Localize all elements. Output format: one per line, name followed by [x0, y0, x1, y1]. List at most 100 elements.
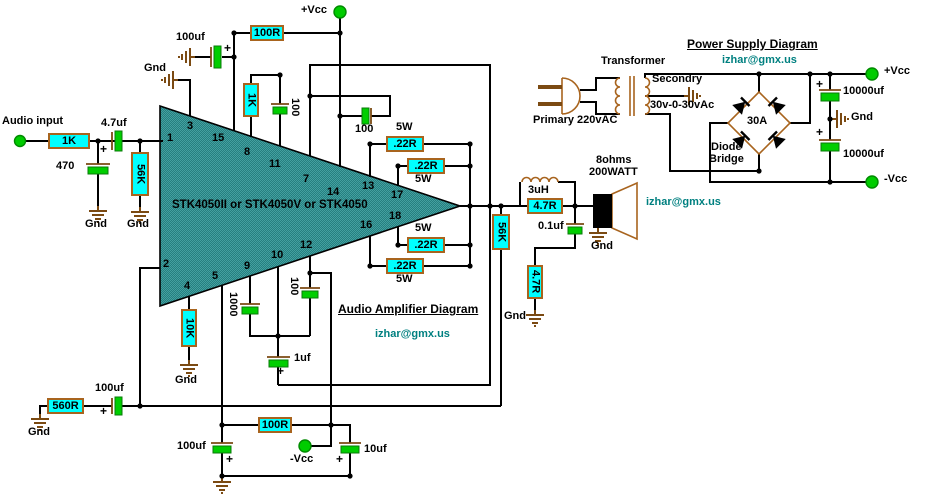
psu-diagram-title: Power Supply Diagram: [687, 37, 818, 51]
cap-100uf-fb-label: 100uf: [95, 382, 124, 394]
cap-470-label: 470: [56, 160, 75, 172]
resistor-56k-input: 56K: [131, 152, 149, 196]
author-email: izhar@gmx.us: [375, 328, 450, 340]
vcc-plus-label-psu: +Vcc: [884, 65, 910, 77]
cap-1uf-label: 1uf: [294, 352, 311, 364]
gnd-label: Gnd: [591, 240, 613, 252]
pin-2: 2: [163, 258, 170, 270]
junction-dots: [95, 30, 833, 479]
pin-16: 16: [360, 219, 373, 231]
resistor-10k: 10K: [181, 309, 197, 347]
pin-7: 7: [303, 173, 310, 185]
wattage-5w-label: 5W: [396, 273, 413, 285]
primary-label: Primary 220vAC: [533, 114, 618, 126]
gnd-label: Gnd: [504, 310, 526, 322]
gnd-label: Gnd: [175, 374, 197, 386]
ground-icons: [30, 47, 849, 494]
speaker-power-label: 200WATT: [589, 166, 638, 178]
cap-10uf-label: 10uf: [364, 443, 387, 455]
cap-10000uf-top-label: 10000uf: [843, 85, 884, 97]
pin-4: 4: [184, 280, 191, 292]
polarity-plus: +: [100, 404, 108, 418]
resistor-47r-snubber: 4.7R: [527, 265, 543, 299]
pin-11: 11: [269, 158, 281, 170]
gnd-label: Gnd: [144, 62, 166, 74]
pin-18: 18: [389, 210, 402, 222]
polarity-plus: +: [277, 364, 285, 378]
polarity-plus: +: [816, 77, 824, 91]
audio-input-terminal: [13, 134, 27, 148]
gnd-label: Gnd: [85, 218, 107, 230]
vcc-plus-terminal-psu: [865, 67, 879, 81]
vcc-minus-label-psu: -Vcc: [884, 173, 908, 185]
cap-100-p11-label: 100: [289, 98, 301, 117]
resistor-56k-output: 56K: [492, 214, 510, 250]
vcc-minus-label-amp: -Vcc: [290, 453, 314, 465]
cap-100uf-top-label: 100uf: [176, 31, 205, 43]
amp-diagram-title: Audio Amplifier Diagram: [338, 302, 479, 316]
cap-100-p12-label: 100: [288, 277, 300, 296]
pin-17: 17: [391, 189, 404, 201]
inductor-icon: [521, 176, 559, 183]
diode-bridge-label-2: Bridge: [709, 153, 744, 165]
resistor-1k-pin8: 1K: [243, 83, 259, 117]
transformer-label: Transformer: [601, 55, 666, 67]
pin-12: 12: [300, 239, 313, 251]
speaker-impedance-label: 8ohms: [596, 154, 632, 166]
pin-13: 13: [362, 180, 375, 192]
gnd-label: Gnd: [851, 111, 873, 123]
cap-100-p14-label: 100: [355, 123, 374, 135]
polarity-plus: +: [226, 452, 234, 466]
polarity-plus: +: [336, 452, 344, 466]
resistor-022r: .22R: [407, 158, 445, 174]
pin-14: 14: [327, 186, 340, 198]
transformer-icon: [614, 76, 651, 116]
diode-bridge-label-1: Diode: [711, 141, 742, 153]
secondary-voltage-label: 30v-0-30vAc: [650, 99, 715, 111]
resistor-input: 1K: [48, 133, 90, 149]
capacitor-icons: [86, 45, 841, 454]
plug-icon: [538, 77, 581, 115]
resistor-560r: 560R: [47, 398, 84, 414]
cap-0.1uf-label: 0.1uf: [538, 220, 564, 232]
cap-1000-label: 1000: [227, 292, 239, 317]
polarity-plus: +: [224, 41, 232, 55]
author-email: izhar@gmx.us: [646, 196, 721, 208]
pin-9: 9: [244, 260, 251, 272]
resistor-47r-series: 4.7R: [527, 198, 563, 214]
wattage-5w-label: 5W: [396, 121, 413, 133]
polarity-plus: +: [816, 125, 824, 139]
wattage-5w-label: 5W: [415, 222, 432, 234]
vcc-minus-terminal-amp: [298, 439, 312, 453]
diode-icons: [732, 96, 786, 149]
inductor-3uh-label: 3uH: [528, 184, 549, 196]
pin-1: 1: [167, 132, 174, 144]
resistor-022r: .22R: [407, 237, 445, 253]
wires: [25, 18, 866, 477]
gnd-label: Gnd: [127, 218, 149, 230]
speaker-icon: [593, 181, 638, 241]
cap-100uf-bot-label: 100uf: [177, 440, 206, 452]
cap-10000uf-bottom-label: 10000uf: [843, 148, 884, 160]
ic-part-number: STK4050II or STK4050V or STK4050: [172, 199, 368, 211]
resistor-022r: .22R: [386, 136, 424, 152]
pin-10: 10: [271, 249, 284, 261]
audio-input-label: Audio input: [2, 115, 64, 127]
vcc-plus-label-amp: +Vcc: [301, 4, 327, 16]
bridge-current-label: 30A: [747, 115, 768, 127]
resistor-022r: .22R: [386, 258, 424, 274]
secondary-label: Secondry: [652, 73, 703, 85]
pin-8: 8: [244, 146, 251, 158]
gnd-label: Gnd: [28, 426, 50, 438]
pin-15: 15: [212, 132, 225, 144]
pin-3: 3: [187, 120, 194, 132]
resistor-100r-bottom: 100R: [258, 417, 292, 433]
polarity-plus: +: [100, 142, 108, 156]
cap-4.7uf-label: 4.7uf: [101, 117, 127, 129]
pin-5: 5: [212, 270, 219, 282]
resistor-100r-top: 100R: [250, 25, 284, 41]
wattage-5w-label: 5W: [415, 173, 432, 185]
vcc-plus-terminal-amp: [333, 5, 347, 19]
